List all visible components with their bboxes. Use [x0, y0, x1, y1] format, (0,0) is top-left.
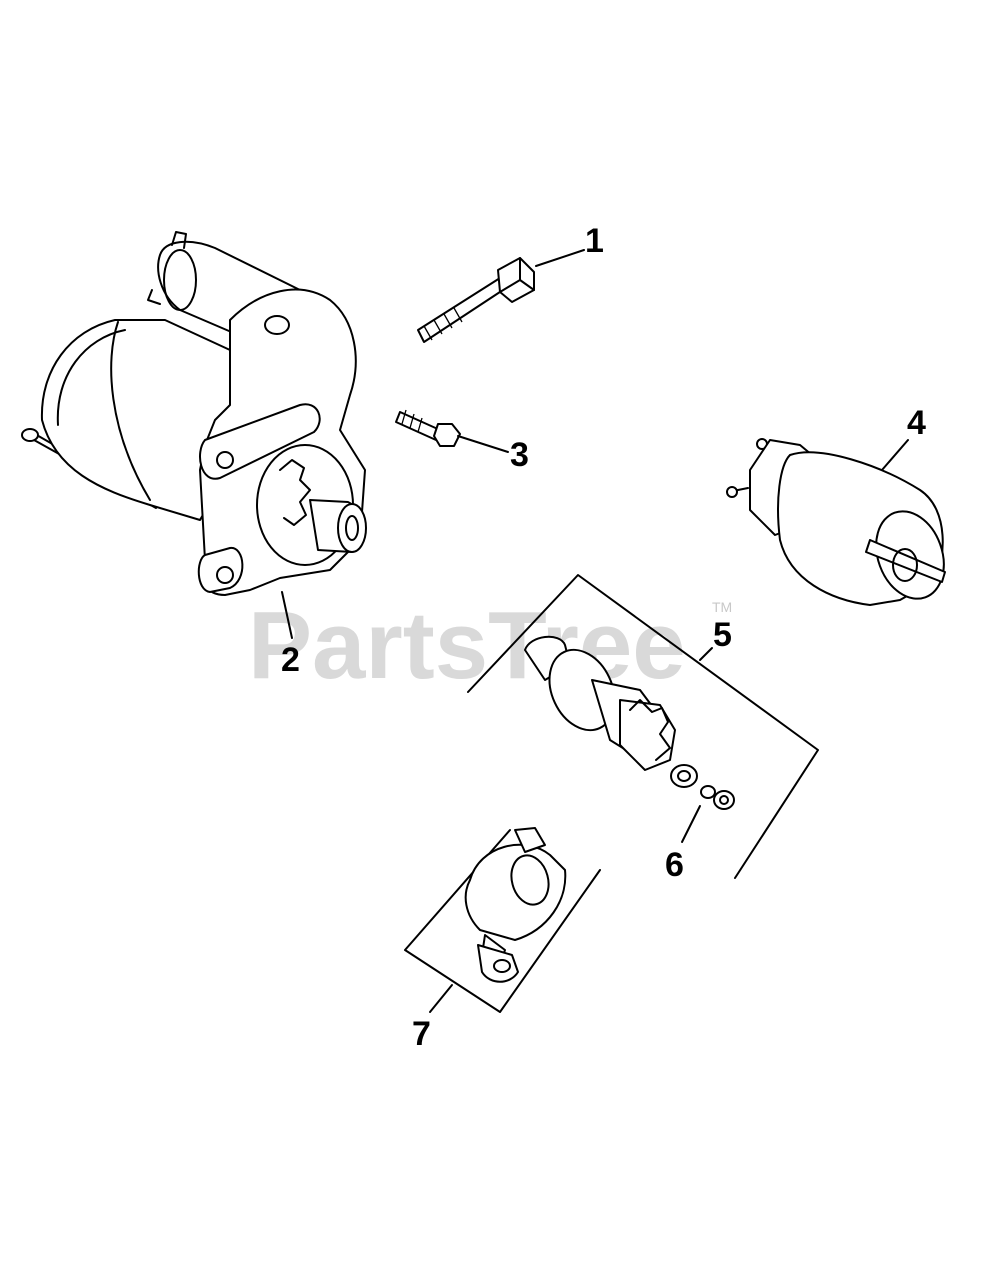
- leader-line-7: [429, 984, 453, 1013]
- callout-2[interactable]: 2: [281, 641, 300, 679]
- leader-line-1: [535, 249, 585, 267]
- callout-7[interactable]: 7: [412, 1015, 431, 1053]
- brush-holder-part[interactable]: [404, 827, 601, 1013]
- callout-5[interactable]: 5: [713, 616, 732, 654]
- starter-motor-part[interactable]: [21, 231, 367, 596]
- leader-line-5: [699, 647, 713, 661]
- leader-line-4: [881, 439, 909, 471]
- drive-assembly-part[interactable]: [467, 574, 819, 879]
- solenoid-part[interactable]: [726, 438, 955, 608]
- callout-6[interactable]: 6: [665, 846, 684, 884]
- long-bolt-part[interactable]: [417, 257, 535, 343]
- callout-1[interactable]: 1: [585, 222, 604, 260]
- leader-line-6: [681, 805, 701, 843]
- short-bolt-part[interactable]: [395, 409, 461, 447]
- leader-line-2: [281, 591, 293, 639]
- watermark-trademark: TM: [712, 599, 732, 615]
- watermark-text: PartsTree: [248, 592, 686, 699]
- leader-line-3: [457, 435, 509, 453]
- callout-3[interactable]: 3: [510, 436, 529, 474]
- callout-4[interactable]: 4: [907, 404, 926, 442]
